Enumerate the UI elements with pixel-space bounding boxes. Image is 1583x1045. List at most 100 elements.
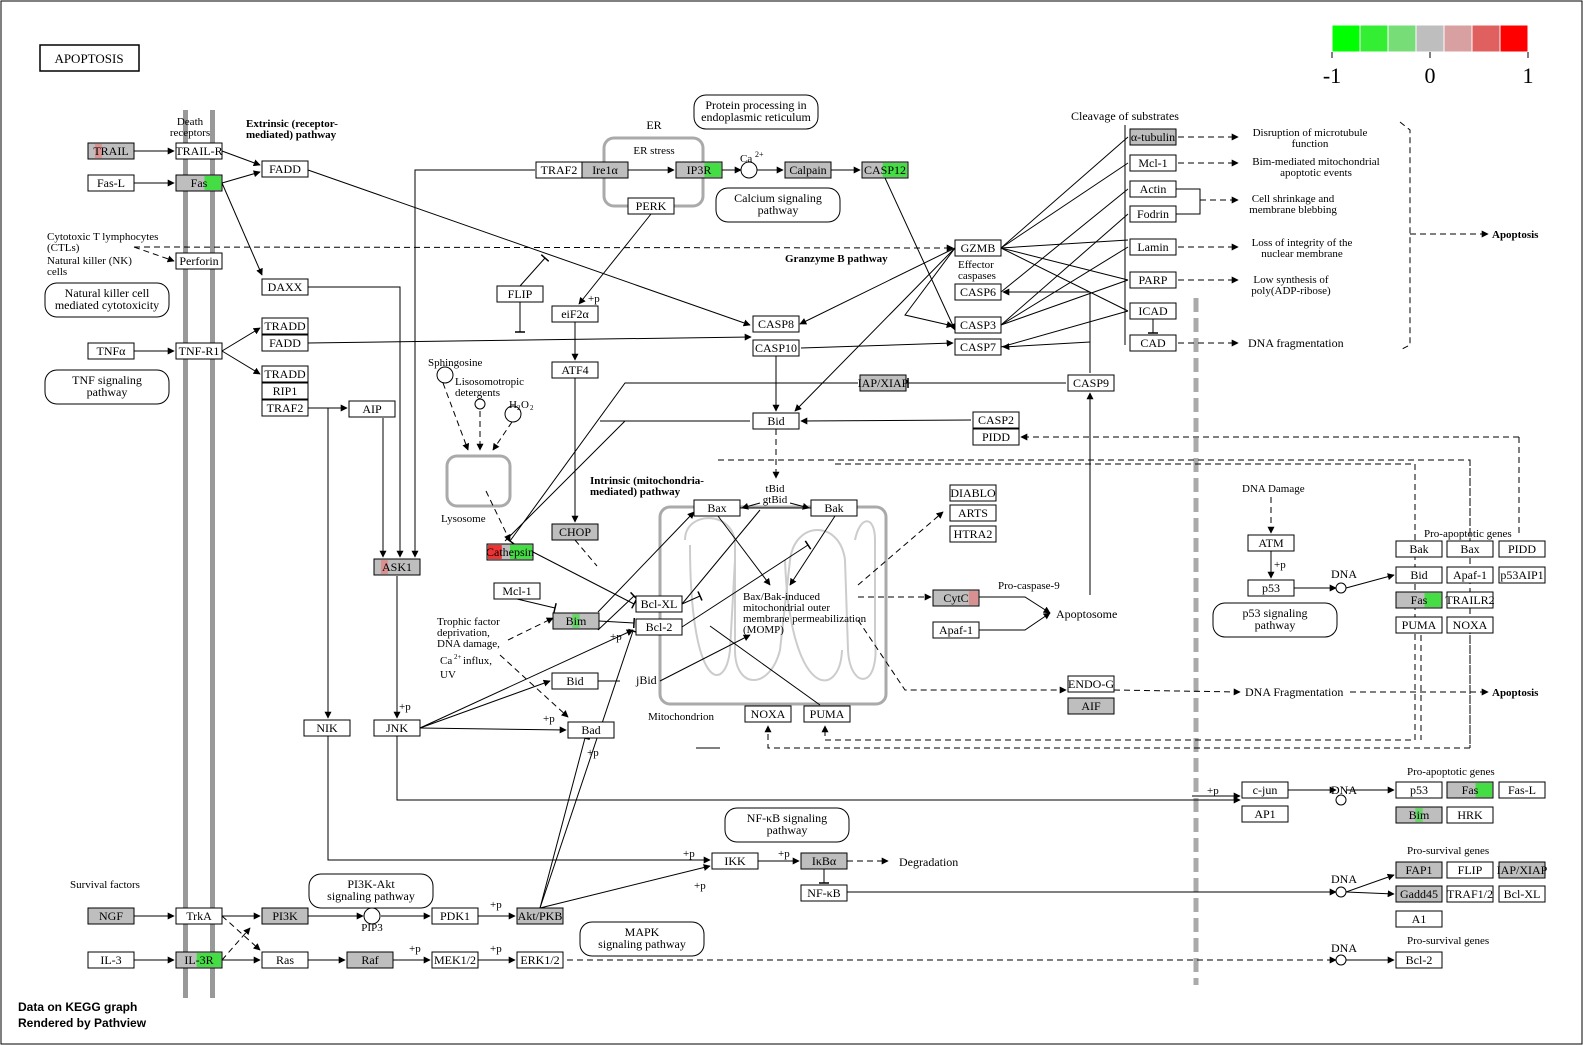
node-cjun[interactable]: c-jun [1241,781,1289,799]
node-casp8[interactable]: CASP8 [752,315,800,333]
node-apaf1a[interactable]: Apaf-1 [932,621,980,639]
node-flip1[interactable]: FLIP [496,285,544,303]
node-bak1[interactable]: Bak [810,499,858,517]
node-ngf[interactable]: NGF [87,907,135,925]
node-fas2[interactable]: Fas [1395,591,1443,609]
node-bcl2b[interactable]: Bcl-2 [1395,951,1443,969]
node-fas3[interactable]: Fas [1446,781,1494,799]
node-bax1[interactable]: Bax [693,499,741,517]
node-tnfa[interactable]: TNFα [87,342,135,360]
node-puma1[interactable]: PUMA [803,705,851,723]
node-fasl2[interactable]: Fas-L [1498,781,1546,799]
node-p53b[interactable]: p53 [1395,781,1443,799]
node-tradd2[interactable]: TRADD [261,365,309,383]
node-a1[interactable]: A1 [1395,910,1443,928]
node-aif[interactable]: AIF [1067,697,1115,715]
node-atubulin[interactable]: α-tubulin [1129,128,1177,146]
node-raf[interactable]: Raf [346,951,394,969]
node-trail-r[interactable]: TRAIL-R [175,142,223,160]
node-noxa2[interactable]: NOXA [1446,616,1494,634]
node-cathepsin[interactable]: Cathepsin [486,543,534,561]
node-traf2b[interactable]: TRAF2 [535,161,583,179]
node-chop[interactable]: CHOP [551,523,599,541]
node-traf2a[interactable]: TRAF2 [261,399,309,417]
node-calpain[interactable]: Calpain [784,161,832,179]
node-casp9[interactable]: CASP9 [1067,374,1115,392]
node-bax2[interactable]: Bax [1446,540,1494,558]
node-fodrin[interactable]: Fodrin [1129,205,1177,223]
node-fadd2[interactable]: FADD [261,334,309,352]
node-aip[interactable]: AIP [348,400,396,418]
node-il3[interactable]: IL-3 [87,951,135,969]
node-daxx[interactable]: DAXX [261,278,309,296]
node-pidd1[interactable]: PIDD [972,428,1020,446]
node-mek12[interactable]: MEK1/2 [431,951,479,969]
node-casp7[interactable]: CASP7 [954,338,1002,356]
node-eif2a[interactable]: eiF2α [551,305,599,323]
node-nfkb[interactable]: NF-κB [800,884,848,902]
node-ikba[interactable]: IκBα [800,852,848,870]
node-hrk[interactable]: HRK [1446,806,1494,824]
node-perforin[interactable]: Perforin [175,252,223,270]
node-puma2[interactable]: PUMA [1395,616,1443,634]
node-trka[interactable]: TrkA [175,907,223,925]
node-mcl1a[interactable]: Mcl-1 [493,582,541,600]
node-fas-l[interactable]: Fas-L [87,174,135,192]
node-pi3k[interactable]: PI3K [261,907,309,925]
node-bclxl1[interactable]: Bcl-XL [635,595,683,613]
node-atm[interactable]: ATM [1247,534,1295,552]
node-gzmb[interactable]: GZMB [954,239,1002,257]
node-icad[interactable]: ICAD [1129,302,1177,320]
node-diablo[interactable]: DIABLO [949,484,997,502]
node-gadd45[interactable]: Gadd45 [1395,885,1443,903]
node-apaf1b[interactable]: Apaf-1 [1446,566,1494,584]
node-arts[interactable]: ARTS [949,504,997,522]
node-iapxiap1[interactable]: IAP/XIAP [858,374,909,392]
node-ire1a[interactable]: Ire1α [581,161,629,179]
node-bcl2a[interactable]: Bcl-2 [635,618,683,636]
node-iapxiap2[interactable]: IAP/XIAP [1497,861,1548,879]
node-ap1[interactable]: AP1 [1241,805,1289,823]
node-erk12[interactable]: ERK1/2 [516,951,564,969]
node-ikk[interactable]: IKK [711,852,759,870]
node-pidd2[interactable]: PIDD [1498,540,1546,558]
node-lamin[interactable]: Lamin [1129,238,1177,256]
node-casp10[interactable]: CASP10 [752,339,800,357]
node-htra2[interactable]: HTRA2 [949,525,997,543]
node-bim1[interactable]: Bim [552,612,600,630]
node-casp12[interactable]: CASP12 [861,161,909,179]
node-noxa1[interactable]: NOXA [744,705,792,723]
node-trail[interactable]: TRAIL [87,142,135,160]
node-bid3[interactable]: Bid [1395,566,1443,584]
node-fap1[interactable]: FAP1 [1395,861,1443,879]
node-tnf-r1[interactable]: TNF-R1 [175,342,223,360]
node-nik[interactable]: NIK [303,719,351,737]
node-bad[interactable]: Bad [567,721,615,739]
node-flip2[interactable]: FLIP [1446,861,1494,879]
node-trailr2[interactable]: TRAILR2 [1445,591,1495,609]
node-fas-r[interactable]: Fas [175,174,223,192]
node-casp2[interactable]: CASP2 [972,411,1020,429]
node-ras[interactable]: Ras [261,951,309,969]
node-jnk[interactable]: JNK [373,719,421,737]
node-il3r[interactable]: IL-3R [175,951,223,969]
node-cad[interactable]: CAD [1129,334,1177,352]
node-perk[interactable]: PERK [627,197,675,215]
node-endog[interactable]: ENDO-G [1067,675,1115,693]
node-casp3[interactable]: CASP3 [954,316,1002,334]
node-traf12[interactable]: TRAF1/2 [1446,885,1494,903]
node-cytc[interactable]: CytC [932,589,980,607]
node-bid1[interactable]: Bid [551,672,599,690]
node-casp6[interactable]: CASP6 [954,283,1002,301]
node-rip1[interactable]: RIP1 [261,382,309,400]
node-pdk1[interactable]: PDK1 [431,907,479,925]
node-bak2[interactable]: Bak [1395,540,1443,558]
node-fadd1[interactable]: FADD [261,160,309,178]
